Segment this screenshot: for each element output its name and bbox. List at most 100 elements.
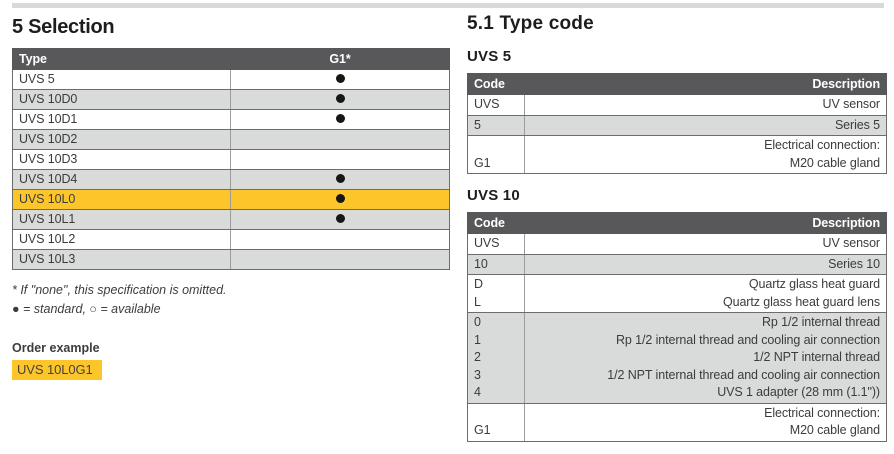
description-line: M20 cable gland xyxy=(789,155,880,170)
description-line: 1/2 NPT internal thread and cooling air … xyxy=(607,367,880,382)
code-cell: 5 xyxy=(467,114,525,136)
g1-cell xyxy=(230,169,450,190)
description-cell: UV sensor xyxy=(524,233,887,255)
g1-cell xyxy=(230,89,450,110)
table-row: UVS 10D4 xyxy=(12,169,450,190)
code-line: G1 xyxy=(474,155,491,170)
subsection-title: UVS 10 xyxy=(467,187,520,204)
description-cell: Rp 1/2 internal thread Rp 1/2 internal th… xyxy=(524,312,887,404)
description-line: Quartz glass heat guard lens xyxy=(722,294,880,309)
code-cell: UVS xyxy=(467,233,525,255)
code-line: 4 xyxy=(474,385,481,399)
column-header-code: Code xyxy=(467,212,525,234)
footnotes: * If "none", this specification is omitt… xyxy=(12,281,450,318)
description-line: UVS 1 adapter (28 mm (1.1")) xyxy=(717,385,880,399)
description-line: UV sensor xyxy=(822,236,881,250)
legend-standard-available: ● = standard, ○ = available xyxy=(12,301,161,316)
order-example-label: Order example xyxy=(12,341,100,355)
footnote-omitted: * If "none", this specification is omitt… xyxy=(12,283,227,297)
description-line: Rp 1/2 internal thread xyxy=(761,315,880,329)
table-row: 5 Series 5 xyxy=(467,114,887,136)
type-cell: UVS 10D2 xyxy=(12,129,231,150)
column-header-code: Code xyxy=(467,73,525,95)
g1-cell xyxy=(230,249,450,270)
subsection-title: UVS 5 xyxy=(467,48,512,65)
description-line: Electrical connection: xyxy=(764,405,880,420)
code-cell: G1 xyxy=(467,402,525,442)
standard-dot xyxy=(335,214,345,224)
code-line: D xyxy=(474,277,483,291)
section-title-type-code: 5.1 Type code xyxy=(467,13,594,34)
table-row: UVS 10D1 xyxy=(12,109,450,130)
g1-cell xyxy=(230,109,450,130)
type-cell: UVS 10D1 xyxy=(12,109,231,130)
code-line: 0 xyxy=(474,315,481,329)
standard-dot xyxy=(335,74,345,84)
code-cell: 0 1 2 3 4 xyxy=(467,312,525,404)
type-cell: UVS 10D4 xyxy=(12,169,231,190)
code-cell: UVS xyxy=(467,94,525,116)
code-line: 1 xyxy=(474,332,481,347)
code-line: L xyxy=(474,294,481,309)
description-cell: Series 5 xyxy=(524,114,887,136)
g1-cell xyxy=(230,229,450,250)
table-row: UVS 10D2 xyxy=(12,129,450,150)
code-cell: 10 xyxy=(467,253,525,275)
g1-cell xyxy=(230,69,450,90)
description-line: Series 5 xyxy=(834,117,880,132)
code-cell: G1 xyxy=(467,135,525,174)
g1-cell xyxy=(230,189,450,210)
table-row: UVS 10L2 xyxy=(12,229,450,250)
description-line: Quartz glass heat guard xyxy=(748,277,880,291)
code-line: 5 xyxy=(474,117,481,132)
code-line: 2 xyxy=(474,350,481,364)
description-cell: Series 10 xyxy=(524,253,887,275)
table-row: UVS 10L3 xyxy=(12,249,450,270)
type-cell: UVS 5 xyxy=(12,69,231,90)
g1-cell xyxy=(230,209,450,230)
table-row: UVS 10D0 xyxy=(12,89,450,110)
description-cell: Electrical connection: M20 cable gland xyxy=(524,402,887,442)
g1-cell xyxy=(230,149,450,170)
table-row: UVS 10L1 xyxy=(12,209,450,230)
order-example-value: UVS 10L0G1 xyxy=(12,360,102,380)
type-cell: UVS 10D3 xyxy=(12,149,231,170)
description-line: M20 cable gland xyxy=(789,423,880,437)
standard-dot xyxy=(335,114,345,124)
table-row: G1 Electrical connection: M20 cable gland xyxy=(467,402,887,442)
column-header-description: Description xyxy=(524,73,887,95)
description-line: Electrical connection: xyxy=(764,138,880,152)
selection-table-header-row: Type G1* xyxy=(12,48,450,70)
type-cell: UVS 10L1 xyxy=(12,209,231,230)
column-header-type: Type xyxy=(12,48,231,70)
type-cell: UVS 10D0 xyxy=(12,89,231,110)
standard-dot xyxy=(335,194,345,204)
table-row: UVS 10D3 xyxy=(12,149,450,170)
type-cell: UVS 10L2 xyxy=(12,229,231,250)
table-row: UVS 5 xyxy=(12,69,450,90)
description-line: Rp 1/2 internal thread and cooling air c… xyxy=(615,332,880,347)
code-line: 3 xyxy=(474,367,481,382)
type-cell: UVS 10L3 xyxy=(12,249,231,270)
standard-dot xyxy=(335,94,345,104)
page-top-rule xyxy=(12,3,884,8)
description-line: Series 10 xyxy=(828,256,880,271)
column-header-description: Description xyxy=(524,212,887,234)
